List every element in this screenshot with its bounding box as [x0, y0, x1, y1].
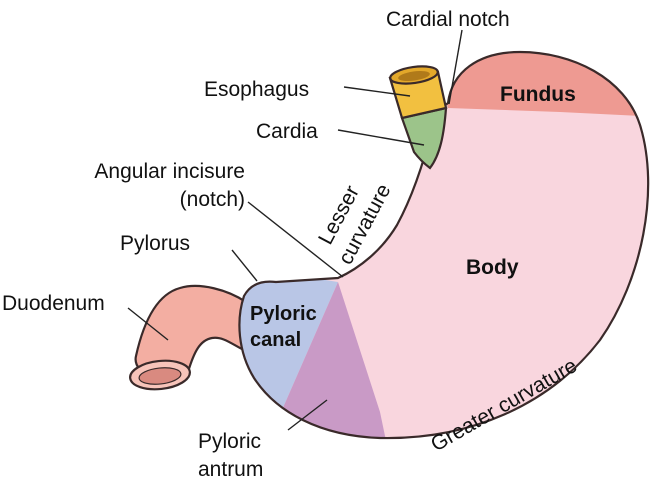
esophagus-label: Esophagus	[204, 78, 309, 101]
cardia-label: Cardia	[256, 120, 318, 143]
pylorus-label: Pylorus	[120, 232, 190, 255]
esophagus-leader	[343, 86, 411, 97]
pyloric-canal-label-line1: Pyloric	[250, 303, 317, 325]
angular-incisure-label-line1: Angular incisure	[94, 160, 245, 183]
cardial-notch-label: Cardial notch	[386, 8, 510, 31]
duodenum-leader	[127, 307, 169, 341]
cardia-leader	[337, 129, 425, 146]
angular-incisure-leader	[247, 201, 344, 278]
body-label: Body	[466, 256, 519, 279]
pyloric-canal-region	[239, 260, 338, 439]
duodenum-label: Duodenum	[2, 292, 105, 315]
pyloric-antrum-label-line1: Pyloric	[198, 430, 261, 453]
fundus-label: Fundus	[500, 83, 576, 106]
esophagus-opening-inner	[398, 71, 430, 81]
cardial-notch-leader	[448, 29, 463, 105]
pyloric-canal-label-line2: canal	[250, 329, 301, 351]
angular-incisure-label-line2: (notch)	[180, 188, 245, 211]
cardia-shape	[400, 106, 448, 170]
pyloric-antrum-label-line2: antrum	[198, 458, 263, 481]
pylorus-leader	[231, 249, 258, 282]
fundus-region	[430, 52, 649, 118]
pyloric-antrum-region	[282, 282, 390, 439]
pyloric-antrum-leader	[287, 399, 328, 431]
duodenum-opening-inner	[138, 367, 182, 385]
